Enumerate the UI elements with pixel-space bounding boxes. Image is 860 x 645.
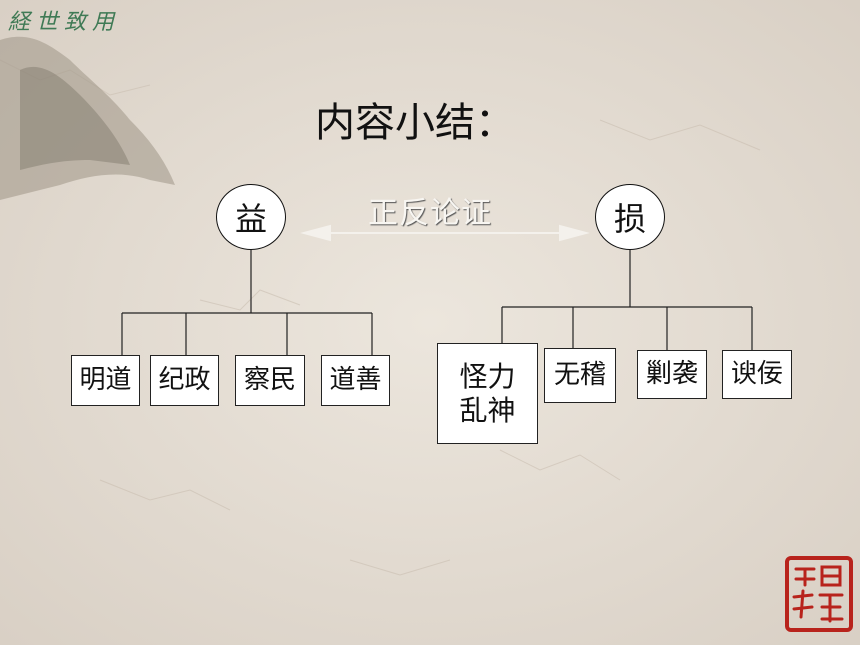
left-item-box: 察民 bbox=[235, 355, 305, 406]
right-item-box-tall: 怪力乱神 bbox=[437, 343, 538, 444]
arrow-label: 正反论证 bbox=[368, 196, 492, 231]
mountain-wash bbox=[0, 36, 175, 200]
page-title: 内容小结： bbox=[315, 100, 515, 146]
seal-stamp bbox=[785, 556, 853, 632]
corner-calligraphy-title: 経世致用 bbox=[8, 10, 121, 35]
left-item-box: 明道 bbox=[71, 355, 140, 406]
right-item-box: 剿袭 bbox=[637, 350, 707, 399]
right-node-circle: 损 bbox=[595, 184, 665, 250]
right-item-box: 无稽 bbox=[544, 348, 616, 403]
left-item-box: 道善 bbox=[321, 355, 390, 406]
double-arrow bbox=[300, 224, 590, 242]
right-item-box: 谀佞 bbox=[722, 350, 792, 399]
right-item-label: 怪力乱神 bbox=[459, 359, 516, 427]
left-node-circle: 益 bbox=[216, 184, 286, 250]
left-item-box: 纪政 bbox=[150, 355, 219, 406]
